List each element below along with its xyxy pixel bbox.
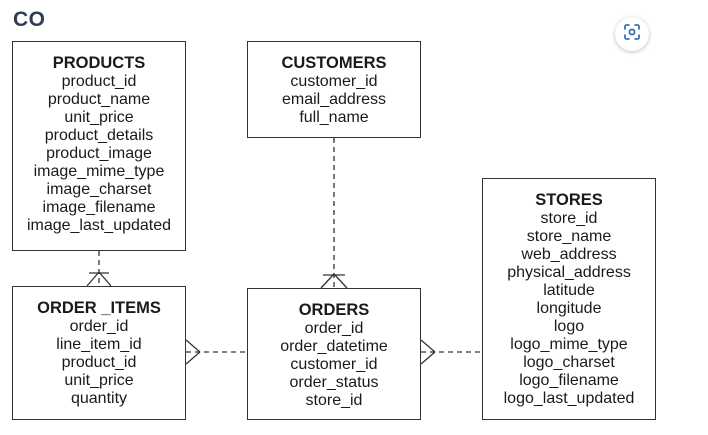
attribute-order-status: order_status [289, 374, 379, 391]
relationship-stores-orders [420, 339, 482, 365]
entity-name: PRODUCTS [52, 54, 146, 72]
attribute-logo-filename: logo_filename [519, 372, 619, 389]
attribute-email-address: email_address [281, 91, 387, 108]
attribute-image-mime-type: image_mime_type [33, 163, 165, 180]
attribute-full-name: full_name [299, 109, 369, 126]
attribute-product-name: product_name [47, 91, 151, 108]
attribute-logo-charset: logo_charset [523, 354, 615, 371]
entity-name: ORDERS [298, 301, 370, 319]
attribute-unit-price: unit_price [64, 109, 134, 126]
attribute-longitude: longitude [536, 300, 602, 317]
relationship-customers-orders [320, 138, 348, 289]
diagram-title: CO [13, 8, 46, 31]
attribute-product-id: product_id [61, 73, 137, 90]
attribute-logo: logo [553, 318, 585, 335]
relationship-orders-order-items [185, 339, 247, 365]
lens-search-icon [623, 23, 641, 46]
attribute-logo-mime-type: logo_mime_type [510, 336, 628, 353]
relationship-products-order-items [86, 251, 112, 287]
attribute-physical-address: physical_address [507, 264, 631, 281]
attribute-product-image: product_image [46, 145, 152, 162]
entity-name: ORDER _ITEMS [37, 299, 161, 317]
lens-search-button[interactable] [615, 17, 649, 51]
attribute-web-address: web_address [521, 246, 617, 263]
attribute-order-id: order_id [304, 320, 364, 337]
attribute-unit-price: unit_price [64, 372, 134, 389]
attribute-product-id: product_id [61, 354, 137, 371]
attribute-customer-id: customer_id [290, 73, 378, 90]
attribute-store-id: store_id [540, 210, 598, 227]
attribute-image-charset: image_charset [46, 181, 152, 198]
attribute-logo-last-updated: logo_last_updated [503, 390, 635, 407]
attribute-image-last-updated: image_last_updated [26, 217, 172, 234]
attribute-image-filename: image_filename [42, 199, 156, 216]
attribute-order-id: order_id [69, 318, 129, 335]
attribute-store-name: store_name [526, 228, 612, 245]
entity-name: STORES [535, 191, 603, 209]
attribute-store-id: store_id [305, 392, 363, 409]
entity-name: CUSTOMERS [281, 54, 387, 72]
attribute-order-datetime: order_datetime [280, 338, 388, 355]
attribute-line-item-id: line_item_id [56, 336, 142, 353]
attribute-customer-id: customer_id [290, 356, 378, 373]
attribute-product-details: product_details [44, 127, 154, 144]
attribute-latitude: latitude [543, 282, 595, 299]
attribute-quantity: quantity [70, 390, 128, 407]
